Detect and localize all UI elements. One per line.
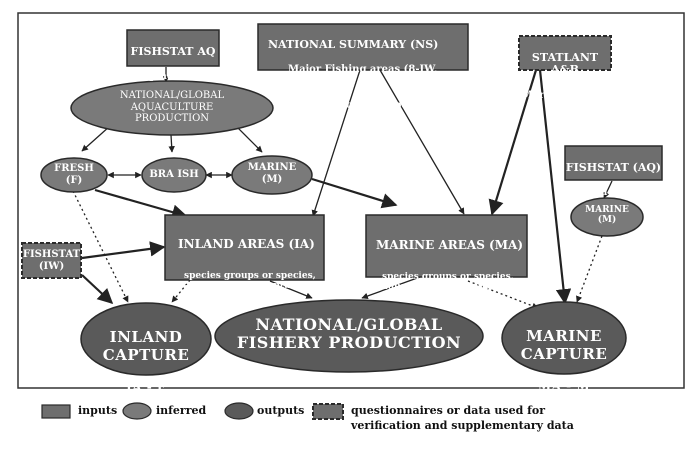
node-marine-right [570,197,644,237]
legend-inferred-label: inferred [156,404,207,417]
statlant-subtitle: Marine capture [521,89,609,101]
node-statlant [518,35,612,71]
national-summary-line1: Major Fishing areas (8-IW, 19MW) [288,63,438,87]
statlant-label: STATLANT A&B Marine capture [519,39,611,114]
marine-capture-code: MA - M [537,379,591,393]
legend-inputs-label: inputs [78,404,118,417]
node-marine-areas [365,214,528,278]
outer-frame [17,12,685,389]
fishstat-aq-top-subtitle: Aquaculture [138,70,208,82]
arrow-aquaculture-to-brackish [168,134,175,153]
arrow-statlant-to-marine-areas [488,69,538,216]
node-fishstat-iw [21,242,82,279]
global-aquaculture-label: NATIONAL/GLOBAL AQUACULTURE PRODUCTION [119,90,225,124]
marine-right-label: MARINE (M) [585,205,629,226]
fresh-label: FRESH (F) [54,163,94,186]
arrow-summary-to-marine-areas [379,69,465,215]
node-fishstat-aq-right [564,145,663,181]
arrow-fishstat-right-to-marine [603,180,613,199]
node-fresh [40,157,108,193]
legend-questionnaires-label: questionnaires or data used for verifica… [351,404,574,432]
arrow-statlant-to-marine-capture [538,69,572,305]
node-marine-capture [501,301,627,375]
national-summary-label: NATIONAL SUMMARY (NS) Major Fishing area… [268,26,468,124]
legend-inputs-swatch [41,404,71,419]
inland-capture-label: INLAND CAPTURE IA - F [81,312,211,412]
node-brackish [141,157,207,193]
node-inland-areas [164,214,325,281]
legend-inferred-swatch [122,402,152,420]
arrow-marine-right-to-marine-capture [576,235,603,303]
node-global-aquaculture [70,80,274,136]
inland-capture-code: IA - F [126,380,166,394]
arrow-fresh-to-inland-capture [72,190,129,303]
arrow-inland-areas-to-fishery [269,280,313,299]
node-national-summary [257,23,469,71]
national-summary-title: NATIONAL SUMMARY (NS) [268,37,439,51]
global-fishery-label: NATIONAL/GLOBAL FISHERY PRODUCTION [236,315,462,353]
fishstat-aq-right-subtitle: Aquaculture [578,186,649,198]
fishstat-aq-right-title: FISHSTAT (AQ) [565,160,662,174]
arrow-fishstat-iw-to-inland-capture [81,274,114,305]
inland-areas-label: INLAND AREAS (IA) species groups or spec… [178,220,324,320]
legend-questionnaires-swatch [312,403,344,420]
arrow-marine-to-marine-areas [311,177,398,209]
fishstat-iw-label: FISHSTAT (IW) [22,249,81,272]
arrow-fishstat-iw-to-inland-areas [81,241,166,260]
inland-capture-title: INLAND CAPTURE [102,328,190,364]
marine-areas-label: MARINE AREAS (MA) species groups or spec… [376,221,527,321]
arrow-summary-to-inland-areas [311,69,361,217]
marine-capture-label: MARINE CAPTURE MA - M [502,311,626,411]
brackish-label: BRA ISH [149,169,199,180]
inland-areas-body: species groups or species, aquaculture o… [184,270,316,302]
national-summary-line2: Species groups & species [288,99,430,111]
statlant-title: STATLANT A&B [531,50,599,77]
marine-mid-label: MARINE (M) [247,162,297,185]
node-global-fishery [214,299,484,373]
inland-areas-title: INLAND AREAS (IA) [178,237,315,252]
fishstat-aq-top-title: FISHSTAT AQ [130,44,216,58]
node-fishstat-aq-top [126,29,220,67]
marine-capture-title: MARINE CAPTURE [520,327,608,363]
node-marine-mid [231,155,313,195]
legend-outputs-label: outputs [257,404,305,417]
arrow-fresh-to-inland-areas [94,188,188,220]
legend-outputs-swatch [224,402,254,420]
arrow-aquaculture-to-marine [235,125,263,153]
arrow-marine-areas-to-fishery [361,276,421,300]
marine-areas-title: MARINE AREAS (MA) [376,238,524,253]
fishstat-aq-top-label: FISHSTAT AQ Aquaculture [127,33,219,95]
fishstat-aq-right-label: FISHSTAT (AQ) Aquaculture [565,149,662,211]
arrow-aquaculture-to-fresh [81,125,111,152]
node-inland-capture [80,302,212,376]
marine-areas-body: species groups or species, aquaculture o… [382,271,514,303]
